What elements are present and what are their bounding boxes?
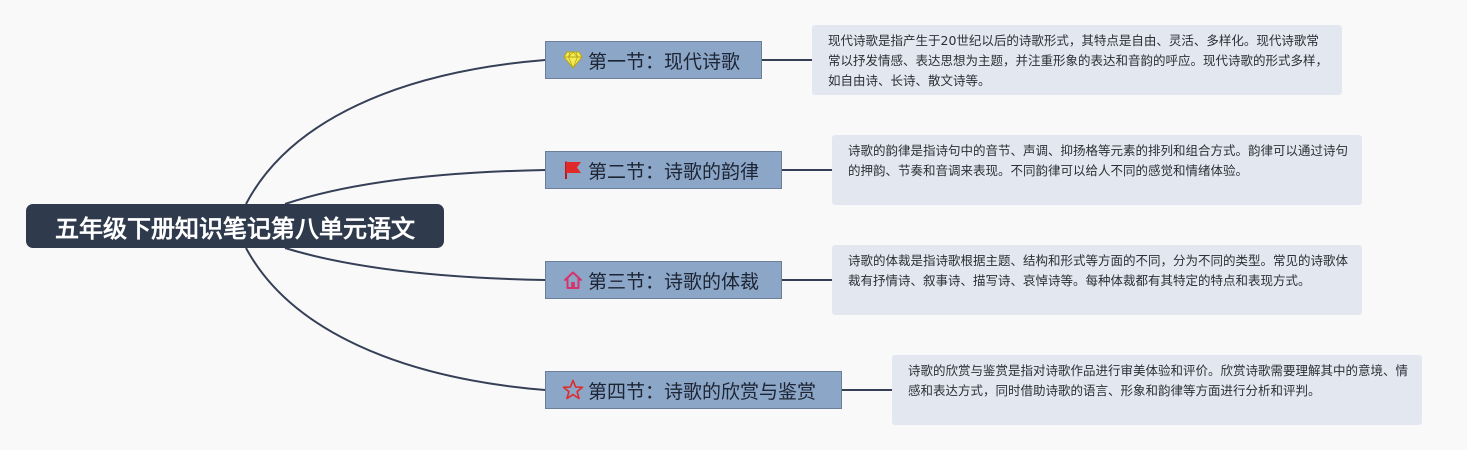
root-topic-title: 五年级下册知识笔记第八单元语文 bbox=[55, 214, 415, 243]
star-icon bbox=[562, 379, 584, 401]
branch-topic-4[interactable]: 第四节：诗歌的欣赏与鉴赏 bbox=[545, 371, 842, 409]
note-2-text: 诗歌的韵律是指诗句中的音节、声调、抑扬格等元素的排列和组合方式。韵律可以通过诗句… bbox=[848, 143, 1349, 178]
home-icon bbox=[562, 269, 584, 291]
root-topic[interactable]: 五年级下册知识笔记第八单元语文 bbox=[26, 204, 444, 248]
branch-topic-3-title: 第三节：诗歌的体裁 bbox=[588, 270, 760, 293]
note-1-text: 现代诗歌是指产生于20世纪以后的诗歌形式，其特点是自由、灵活、多样化。现代诗歌常… bbox=[828, 33, 1329, 88]
note-1: 现代诗歌是指产生于20世纪以后的诗歌形式，其特点是自由、灵活、多样化。现代诗歌常… bbox=[812, 25, 1342, 95]
note-4: 诗歌的欣赏与鉴赏是指对诗歌作品进行审美体验和评价。欣赏诗歌需要理解其中的意境、情… bbox=[892, 355, 1422, 425]
connector-root-branch-4 bbox=[245, 247, 546, 391]
note-4-text: 诗歌的欣赏与鉴赏是指对诗歌作品进行审美体验和评价。欣赏诗歌需要理解其中的意境、情… bbox=[908, 363, 1409, 398]
note-3: 诗歌的体裁是指诗歌根据主题、结构和形式等方面的不同，分为不同的类型。常见的诗歌体… bbox=[832, 245, 1362, 315]
branch-topic-2[interactable]: 第二节：诗歌的韵律 bbox=[545, 151, 782, 189]
branch-topic-1-title: 第一节：现代诗歌 bbox=[588, 50, 741, 73]
note-2: 诗歌的韵律是指诗句中的音节、声调、抑扬格等元素的排列和组合方式。韵律可以通过诗句… bbox=[832, 135, 1362, 205]
branch-topic-1[interactable]: 第一节：现代诗歌 bbox=[545, 41, 762, 79]
diamond-icon bbox=[562, 49, 584, 71]
branch-topic-2-title: 第二节：诗歌的韵律 bbox=[588, 160, 760, 183]
red-flag-icon bbox=[562, 159, 584, 181]
connector-root-branch-3 bbox=[284, 247, 546, 281]
branch-topic-4-title: 第四节：诗歌的欣赏与鉴赏 bbox=[588, 380, 817, 403]
connector-root-branch-2 bbox=[284, 169, 546, 205]
connector-root-branch-1 bbox=[245, 59, 546, 205]
note-3-text: 诗歌的体裁是指诗歌根据主题、结构和形式等方面的不同，分为不同的类型。常见的诗歌体… bbox=[848, 253, 1349, 288]
branch-topic-3[interactable]: 第三节：诗歌的体裁 bbox=[545, 261, 782, 299]
